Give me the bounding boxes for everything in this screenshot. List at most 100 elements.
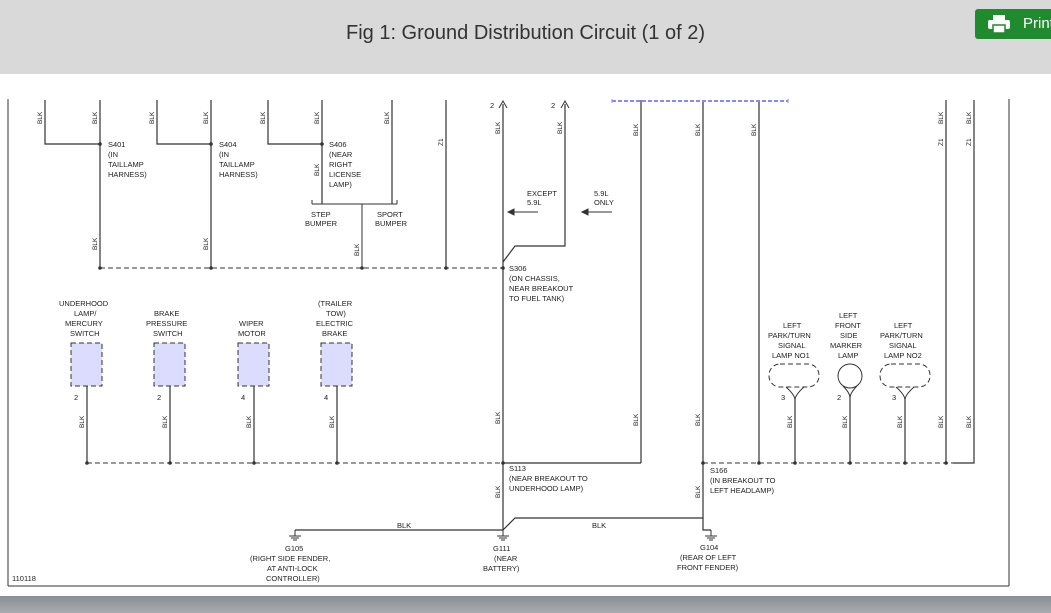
svg-text:BLK: BLK [897, 415, 904, 428]
svg-text:RIGHT: RIGHT [329, 160, 353, 169]
svg-text:(NEAR: (NEAR [329, 150, 353, 159]
svg-text:SIDE: SIDE [840, 331, 858, 340]
svg-text:5.9L: 5.9L [594, 189, 609, 198]
svg-text:(IN: (IN [219, 150, 229, 159]
svg-text:BLK: BLK [633, 413, 640, 426]
svg-text:Z1: Z1 [438, 138, 445, 146]
svg-text:3: 3 [781, 393, 785, 402]
svg-text:LEFT: LEFT [839, 311, 858, 320]
splice-s401-label: S401 (IN TAILLAMP HARNESS) [108, 140, 147, 179]
print-button[interactable]: Print [975, 9, 1051, 39]
left-park-turn-lamp-1: LEFT PARK/TURN SIGNAL LAMP NO1 3 [768, 321, 820, 463]
svg-text:BUMPER: BUMPER [305, 219, 338, 228]
svg-text:SIGNAL: SIGNAL [889, 341, 917, 350]
splice-s404-label: S404 (IN TAILLAMP HARNESS) [219, 140, 258, 179]
svg-text:(ON CHASSIS,: (ON CHASSIS, [509, 274, 560, 283]
ground-wire-label-left: BLK [397, 521, 411, 530]
printer-icon [988, 15, 1010, 33]
underhood-lamp-switch: UNDERHOOD LAMP/ MERCURY SWITCH 2 [59, 299, 109, 463]
header-bar: Fig 1: Ground Distribution Circuit (1 of… [0, 0, 1051, 74]
svg-text:ONLY: ONLY [594, 198, 614, 207]
svg-text:BLK: BLK [695, 413, 702, 426]
svg-text:SWITCH: SWITCH [70, 329, 100, 338]
svg-text:BLK: BLK [314, 111, 321, 124]
svg-text:LAMP/: LAMP/ [74, 309, 97, 318]
left-park-turn-lamp-2: LEFT PARK/TURN SIGNAL LAMP NO2 3 [879, 321, 931, 463]
svg-text:LICENSE: LICENSE [329, 170, 361, 179]
svg-text:Z1: Z1 [938, 138, 945, 146]
svg-text:BLK: BLK [246, 415, 253, 428]
svg-text:S401: S401 [108, 140, 126, 149]
svg-text:BLK: BLK [92, 237, 99, 250]
svg-text:LEFT HEADLAMP): LEFT HEADLAMP) [710, 486, 775, 495]
svg-text:PARK/TURN: PARK/TURN [768, 331, 811, 340]
svg-text:LAMP: LAMP [838, 351, 858, 360]
svg-text:BLK: BLK [938, 111, 945, 124]
svg-text:LAMP NO2: LAMP NO2 [884, 351, 922, 360]
svg-text:2: 2 [837, 393, 841, 402]
svg-text:LAMP NO1: LAMP NO1 [772, 351, 810, 360]
pin-top-1: 2 [490, 101, 494, 110]
svg-text:NEAR BREAKOUT: NEAR BREAKOUT [509, 284, 574, 293]
svg-text:BLK: BLK [162, 415, 169, 428]
svg-text:S306: S306 [509, 264, 527, 273]
wiper-motor: WIPER MOTOR 4 [237, 319, 270, 463]
svg-text:BLK: BLK [260, 111, 267, 124]
svg-text:FRONT: FRONT [835, 321, 861, 330]
svg-text:BLK: BLK [314, 163, 321, 176]
svg-text:G105: G105 [285, 544, 303, 553]
ground-symbols [289, 530, 717, 541]
figure-title: Fig 1: Ground Distribution Circuit (1 of… [345, 22, 706, 44]
svg-text:BLK: BLK [203, 111, 210, 124]
svg-text:BLK: BLK [203, 237, 210, 250]
brake-pressure-switch: BRAKE PRESSURE SWITCH 2 [146, 309, 187, 463]
svg-text:HARNESS): HARNESS) [219, 170, 258, 179]
svg-text:BLK: BLK [557, 121, 564, 134]
splice-s166-label: S166 (IN BREAKOUT TO LEFT HEADLAMP) [710, 466, 776, 495]
svg-text:BLK: BLK [938, 415, 945, 428]
svg-text:BLK: BLK [495, 411, 502, 424]
svg-text:BLK: BLK [149, 111, 156, 124]
svg-text:2: 2 [74, 393, 78, 402]
svg-text:TO FUEL TANK): TO FUEL TANK) [509, 294, 565, 303]
svg-text:UNDERHOOD: UNDERHOOD [59, 299, 109, 308]
svg-text:BLK: BLK [384, 111, 391, 124]
svg-text:(IN BREAKOUT TO: (IN BREAKOUT TO [710, 476, 776, 485]
svg-text:S113: S113 [509, 464, 526, 473]
svg-text:4: 4 [324, 393, 328, 402]
svg-text:BRAKE: BRAKE [322, 329, 347, 338]
svg-text:BUMPER: BUMPER [375, 219, 408, 228]
sport-bumper-label: SPORT BUMPER [375, 210, 408, 228]
svg-text:MERCURY: MERCURY [65, 319, 103, 328]
svg-text:BLK: BLK [37, 111, 44, 124]
svg-text:(NEAR: (NEAR [494, 554, 518, 563]
svg-text:(NEAR BREAKOUT TO: (NEAR BREAKOUT TO [509, 474, 588, 483]
svg-text:WIPER: WIPER [239, 319, 264, 328]
svg-text:4: 4 [241, 393, 245, 402]
svg-text:(TRAILER: (TRAILER [318, 299, 353, 308]
svg-text:SIGNAL: SIGNAL [778, 341, 806, 350]
svg-text:(IN: (IN [108, 150, 118, 159]
figure-id: 110118 [12, 574, 36, 583]
except-label: EXCEPT 5.9L [527, 189, 557, 207]
svg-text:BLK: BLK [751, 123, 758, 136]
svg-text:BLK: BLK [695, 485, 702, 498]
svg-text:SPORT: SPORT [377, 210, 403, 219]
ground-wire-label-right: BLK [592, 521, 606, 530]
bottom-scroll-bar[interactable] [0, 596, 1051, 613]
svg-text:FRONT FENDER): FRONT FENDER) [677, 563, 739, 572]
wire-labels: BLK BLK BLK BLK BLK BLK BLK Z1 BLK BLK B… [37, 111, 973, 498]
svg-text:BLK: BLK [842, 415, 849, 428]
svg-text:G111: G111 [493, 544, 510, 553]
ground-g111-label: G111 (NEAR BATTERY) [483, 544, 520, 573]
svg-text:AT ANTI-LOCK: AT ANTI-LOCK [267, 564, 318, 573]
svg-text:UNDERHOOD LAMP): UNDERHOOD LAMP) [509, 484, 584, 493]
svg-text:G104: G104 [700, 543, 718, 552]
pin-top-2: 2 [551, 101, 555, 110]
splice-s113-label: S113 (NEAR BREAKOUT TO UNDERHOOD LAMP) [509, 464, 588, 493]
svg-text:BLK: BLK [633, 123, 640, 136]
splice-s306-label: S306 (ON CHASSIS, NEAR BREAKOUT TO FUEL … [509, 264, 574, 303]
step-bumper-label: STEP BUMPER [305, 210, 338, 228]
wiring-diagram: 2 2 STEP BUMPER SPORT BUMPER EXCEPT 5.9L… [7, 99, 1010, 587]
svg-text:(REAR OF LEFT: (REAR OF LEFT [680, 553, 737, 562]
